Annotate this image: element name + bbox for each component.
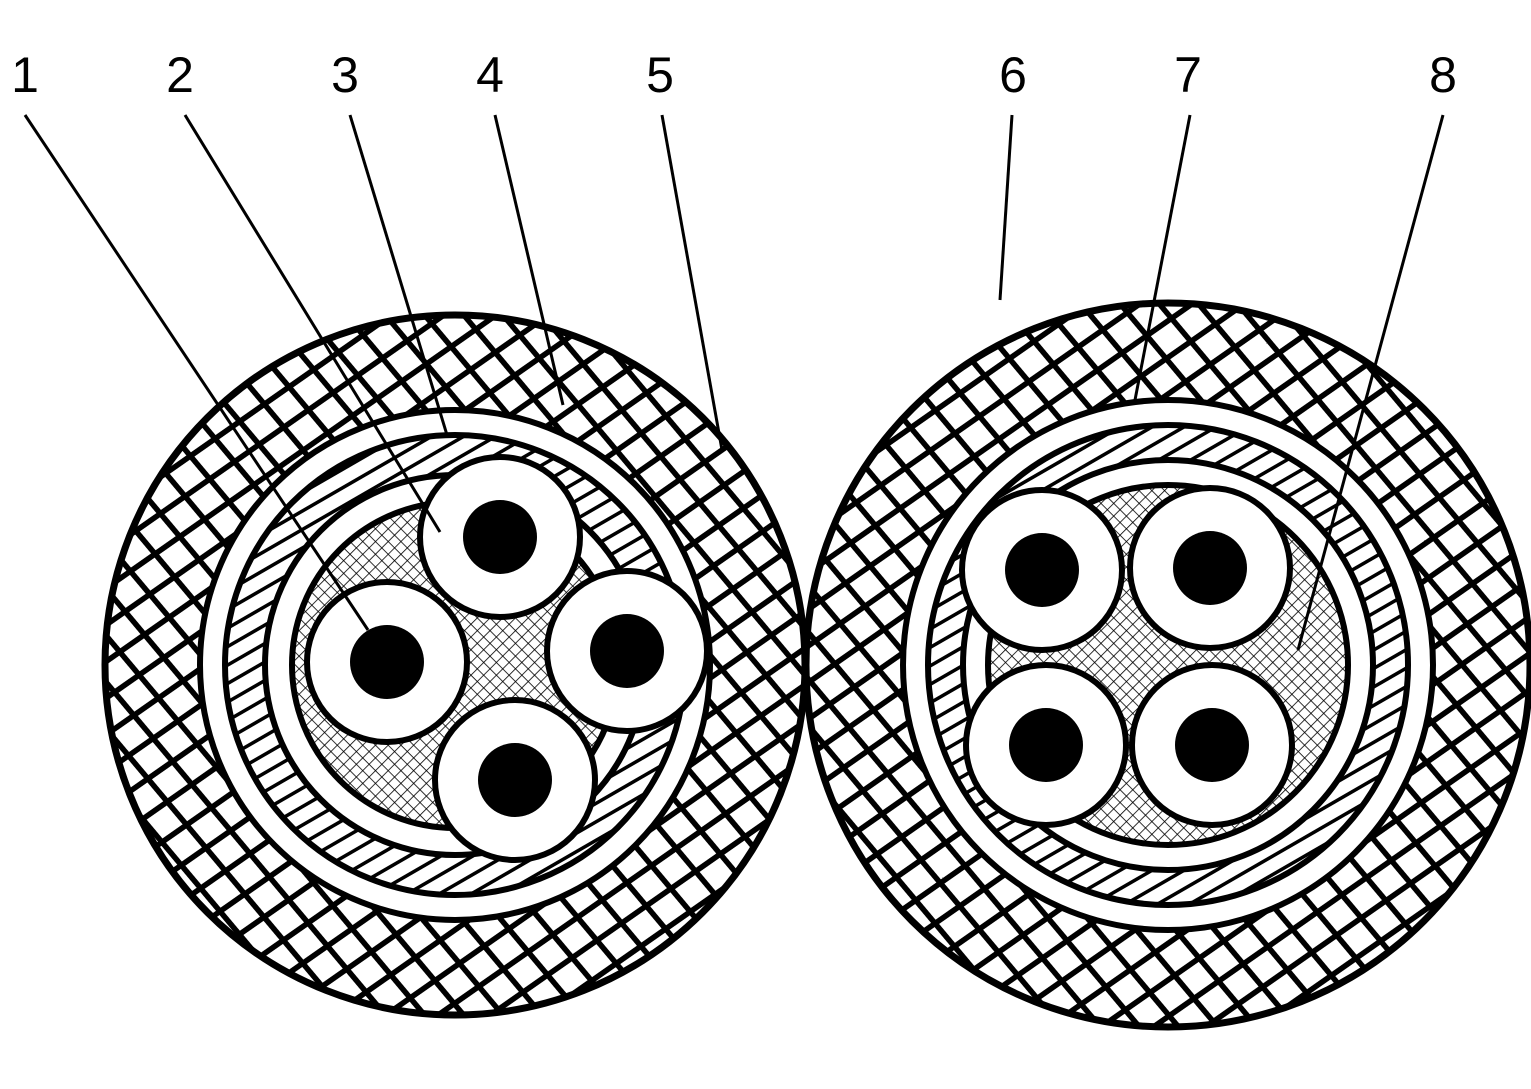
leader-line-5 [660,114,724,451]
leader-line-8 [1296,114,1445,651]
right-core-bottom-right [1129,662,1295,828]
leader-line-3 [348,114,449,436]
right-cable [802,299,1531,1031]
callout-4: 4 [476,47,504,103]
conductor [1005,533,1079,607]
conductor [463,500,537,574]
conductor [1173,531,1247,605]
right-core-bottom-left [963,662,1129,828]
leader-line-2 [183,114,442,533]
callout-numbers: 1 2 3 4 5 6 7 8 [11,47,1457,103]
conductor [1009,708,1083,782]
conductor [1175,708,1249,782]
callout-8: 8 [1429,47,1457,103]
left-core-left [304,579,470,745]
callout-5: 5 [646,47,674,103]
right-core-top-right [1127,485,1293,651]
right-core-top-left [959,487,1125,653]
leader-line-7 [1133,114,1192,401]
conductor [350,625,424,699]
left-cable [101,311,809,1019]
callout-2: 2 [166,47,194,103]
leader-lines [23,114,1445,651]
conductor [590,614,664,688]
callout-7: 7 [1174,47,1202,103]
left-core-top [417,454,583,620]
callout-3: 3 [331,47,359,103]
callout-1: 1 [11,47,39,103]
conductor [478,743,552,817]
leader-line-6 [998,114,1014,301]
left-core-right [544,568,710,734]
left-core-bottom [432,697,598,863]
callout-6: 6 [999,47,1027,103]
leader-line-4 [493,114,565,406]
leader-line-1 [23,114,370,631]
